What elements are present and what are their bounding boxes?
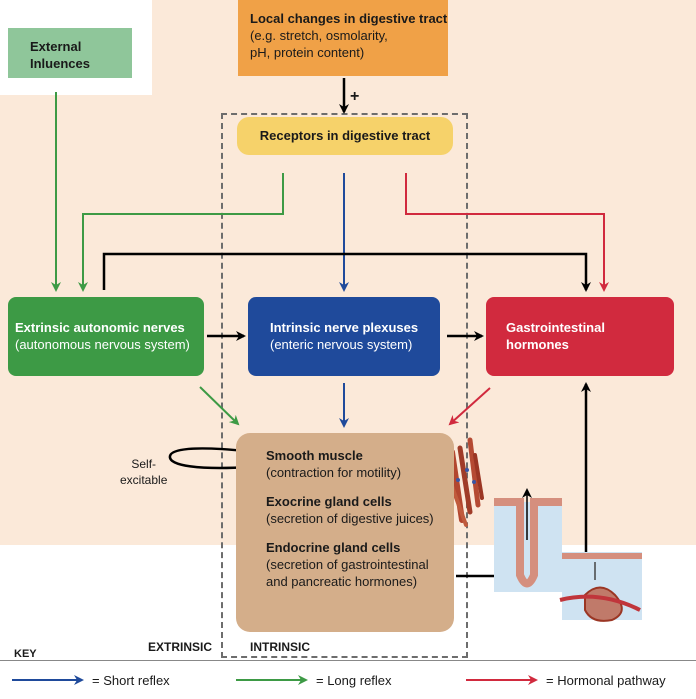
key-divider [0, 660, 696, 661]
endocrine-desc1: (secretion of gastrointestinal [266, 557, 429, 572]
local-changes-box: Local changes in digestive tract (e.g. s… [238, 0, 448, 76]
extrinsic-subtitle: (autonomous nervous system) [15, 337, 190, 352]
key-hormonal-label: = Hormonal pathway [546, 673, 666, 688]
intrinsic-subtitle: (enteric nervous system) [270, 337, 413, 352]
intrinsic-region-label: INTRINSIC [250, 640, 310, 654]
external-influences-box: External Inluences [8, 28, 132, 78]
extrinsic-region-label: EXTRINSIC [148, 640, 213, 654]
smooth-muscle-title: Smooth muscle [266, 448, 363, 463]
key-long-label: = Long reflex [316, 673, 392, 688]
plus-sign: + [350, 88, 360, 105]
gi-hormones-line1: Gastrointestinal [506, 320, 605, 335]
self-excitable-line2: excitable [120, 473, 168, 487]
arrow-hormones-to-effectors [448, 387, 491, 426]
local-line3: pH, protein content) [250, 45, 365, 60]
endocrine-desc2: and pancreatic hormones) [266, 574, 418, 589]
local-line2: (e.g. stretch, osmolarity, [250, 28, 388, 43]
exocrine-title: Exocrine gland cells [266, 494, 392, 509]
effector-cells-box: Smooth muscle (contraction for motility)… [236, 433, 454, 632]
extrinsic-nerves-box: Extrinsic autonomic nerves (autonomous n… [8, 297, 204, 376]
intrinsic-plexuses-box: Intrinsic nerve plexuses (enteric nervou… [248, 297, 440, 376]
smooth-muscle-group: Smooth muscle (contraction for motility) [266, 447, 454, 481]
exocrine-group: Exocrine gland cells (secretion of diges… [266, 493, 454, 527]
self-excitable-line1: Self- [131, 457, 157, 471]
external-line1: External [30, 39, 82, 54]
arrow-extrinsic-to-effectors [199, 386, 240, 426]
self-excitable-label: Self- excitable [120, 456, 167, 488]
extrinsic-title: Extrinsic autonomic nerves [15, 320, 185, 335]
gi-hormones-box: Gastrointestinal hormones [486, 297, 674, 376]
key-short-label: = Short reflex [92, 673, 170, 688]
endocrine-title: Endocrine gland cells [266, 540, 401, 555]
gland-illustration [494, 488, 642, 622]
intrinsic-title: Intrinsic nerve plexuses [270, 320, 419, 335]
gi-hormones-line2: hormones [506, 337, 569, 352]
smooth-muscle-desc: (contraction for motility) [266, 465, 402, 480]
key-title: KEY [14, 648, 37, 660]
arrow-extrinsic-to-hormones [102, 252, 591, 292]
receptors-box: Receptors in digestive tract [237, 117, 453, 155]
intrinsic-region-border [221, 113, 468, 658]
endocrine-group: Endocrine gland cells (secretion of gast… [266, 539, 454, 590]
local-title: Local changes in digestive tract [250, 11, 448, 26]
arrow-receptors-to-hormones [405, 173, 609, 292]
external-line2: Inluences [30, 56, 90, 71]
exocrine-desc: (secretion of digestive juices) [266, 511, 434, 526]
self-excitable-loop [168, 445, 251, 470]
arrow-receptors-to-extrinsic [78, 173, 284, 292]
